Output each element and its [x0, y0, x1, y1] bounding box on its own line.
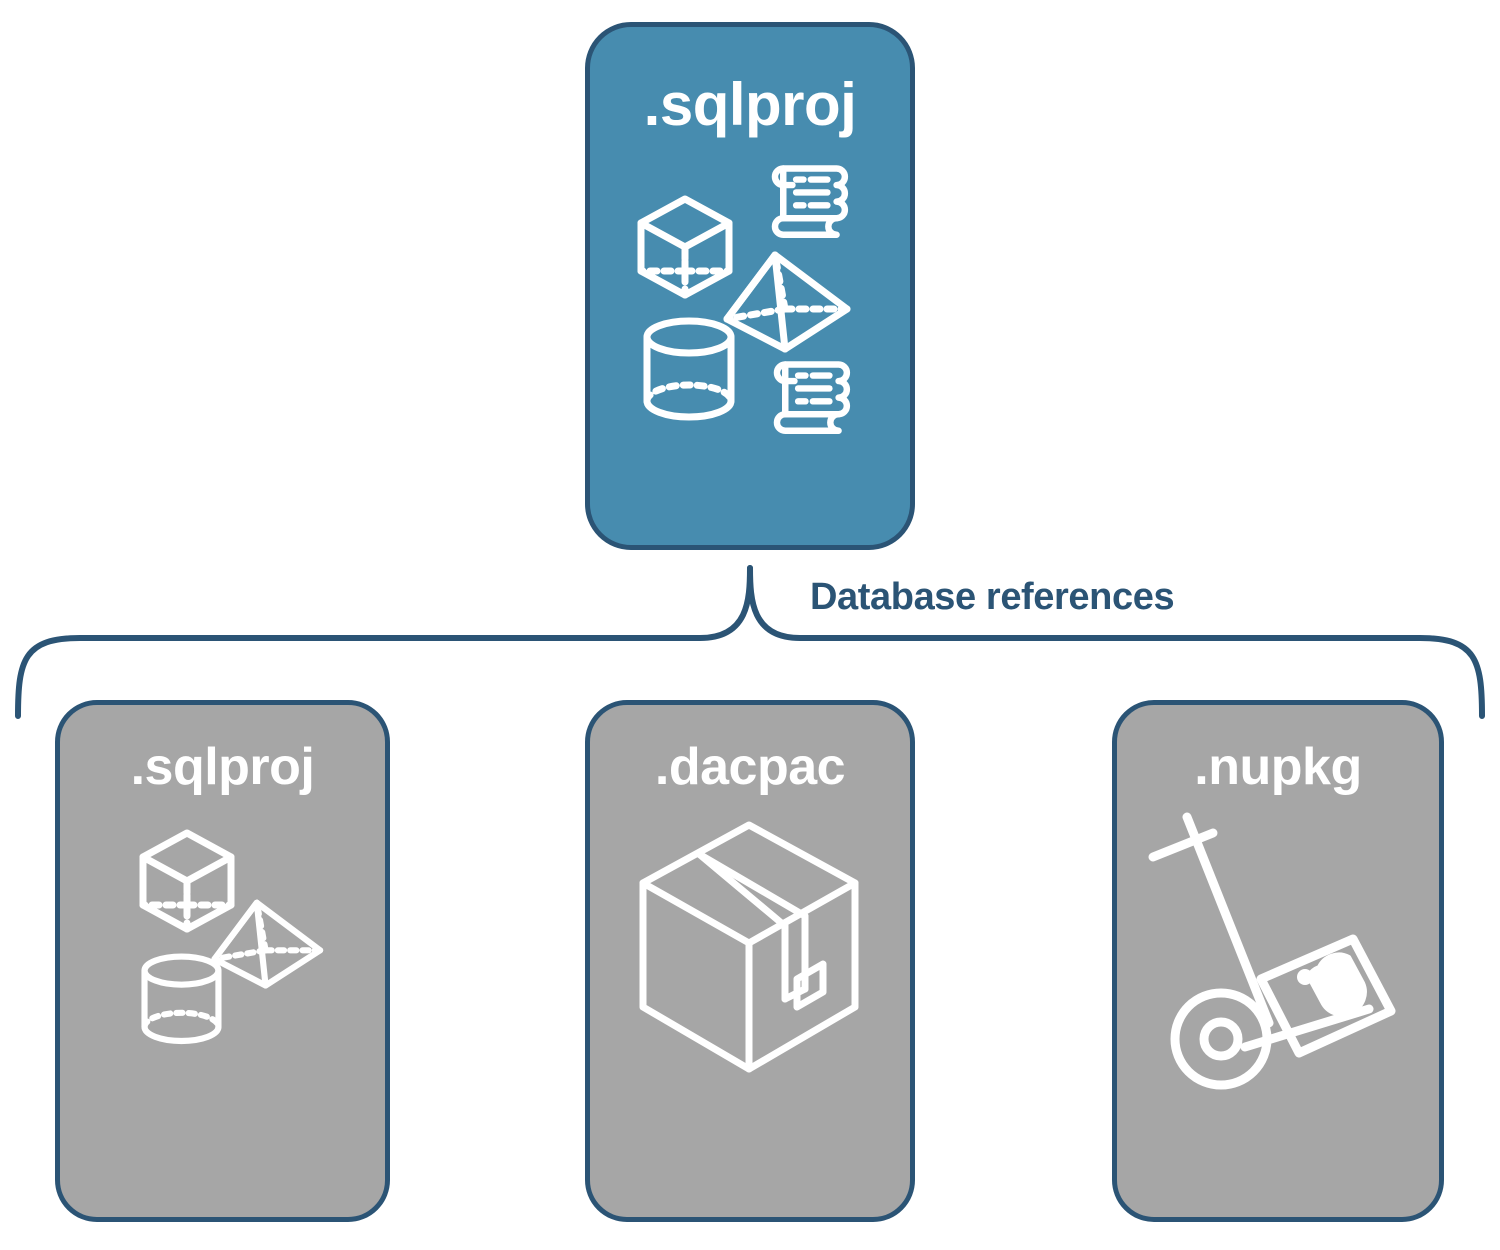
root-node-sqlproj-card[interactable]: .sqlproj: [585, 22, 915, 550]
script-scroll-icon: [771, 165, 849, 238]
script-scroll-icon: [773, 361, 851, 434]
reference-node-nupkg-icon-group: [1117, 811, 1439, 1217]
reference-node-sqlproj-icon-group: [60, 811, 385, 1217]
cube-wireframe-icon: [637, 195, 733, 299]
reference-sqlproj-icons-svg: [139, 829, 323, 1045]
pyramid-wireframe-icon: [723, 251, 851, 353]
reference-node-sqlproj-card[interactable]: .sqlproj: [55, 700, 390, 1222]
reference-node-dacpac-card[interactable]: .dacpac: [585, 700, 915, 1222]
root-node-title: .sqlproj: [643, 71, 857, 138]
connector-label: Database references: [810, 576, 1175, 618]
shipping-box-svg: [639, 821, 859, 1073]
root-node-icon-group: [590, 157, 910, 545]
cylinder-wireframe-icon: [643, 317, 735, 421]
cube-wireframe-icon: [139, 829, 234, 933]
reference-node-nupkg-title: .nupkg: [1194, 738, 1362, 796]
shipping-box-icon: [639, 821, 859, 1073]
reference-node-nupkg-card[interactable]: .nupkg: [1112, 700, 1444, 1222]
pyramid-wireframe-icon: [210, 899, 323, 989]
reference-node-dacpac-title: .dacpac: [654, 738, 846, 796]
cylinder-wireframe-icon: [140, 953, 222, 1045]
hand-truck-package-svg: [1148, 812, 1396, 1090]
root-node-icons-svg: [637, 165, 851, 434]
reference-node-dacpac-icon-group: [590, 811, 910, 1217]
hand-truck-package-icon: [1148, 812, 1396, 1090]
reference-node-sqlproj-title: .sqlproj: [130, 738, 315, 796]
